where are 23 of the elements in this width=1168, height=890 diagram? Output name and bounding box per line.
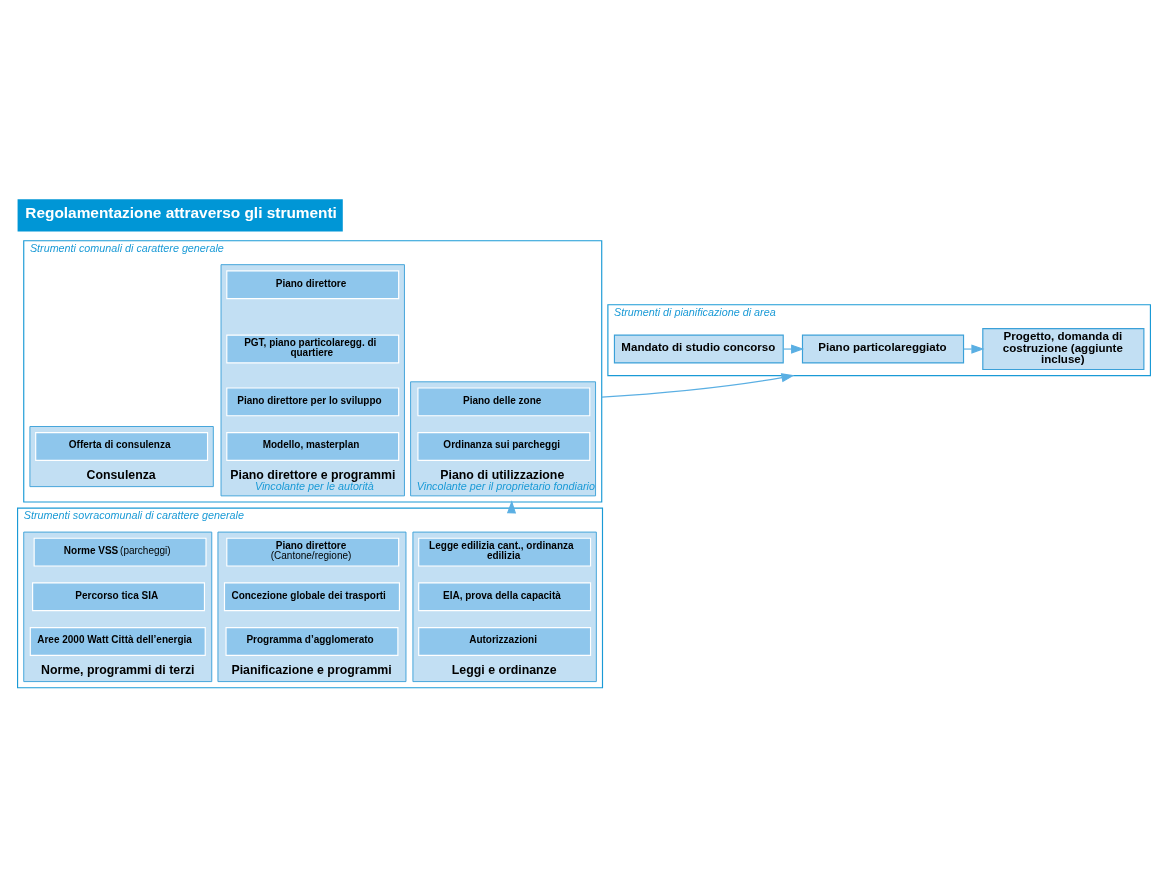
node-box: Percorso tica SIA: [32, 582, 206, 612]
node-box: Autorizzazioni: [418, 627, 592, 656]
node-box: Piano direttore (Cantone/regione): [226, 537, 400, 567]
arrow: [601, 373, 795, 398]
node-box: Piano particolareggiato: [801, 334, 965, 364]
diagram-title: Regolamentazione attraverso gli strumenti: [25, 204, 337, 222]
node-box: Piano direttore: [226, 270, 400, 300]
node-box: Ordinanza sui parcheggi: [417, 432, 591, 461]
node-box: Progetto, domanda di costruzione (aggiunte incluse): [982, 328, 1145, 371]
node-box: Piano delle zone: [417, 387, 591, 417]
node-box: Mandato di studio concorso: [613, 334, 784, 364]
node-box: Piano direttore per lo sviluppo: [226, 387, 400, 417]
node-box: Aree 2000 Watt Città dell’energia: [29, 627, 206, 656]
node-box: Modello, masterplan: [226, 432, 400, 461]
node-box: Offerta di consulenza: [35, 432, 209, 461]
node-box: Programma d’agglomerato: [225, 627, 399, 656]
node-box: Legge edilizia cant., ordinanza edilizia: [418, 537, 592, 567]
node-box: Norme VSS (parcheggi): [33, 537, 207, 567]
node-box: EIA, prova della capacità: [418, 582, 592, 612]
node-box: PGT, piano particolaregg. di quartiere: [226, 334, 400, 364]
arrow: [963, 344, 985, 354]
node-box: Concezione globale dei trasporti: [223, 582, 400, 612]
arrow: [782, 344, 805, 354]
